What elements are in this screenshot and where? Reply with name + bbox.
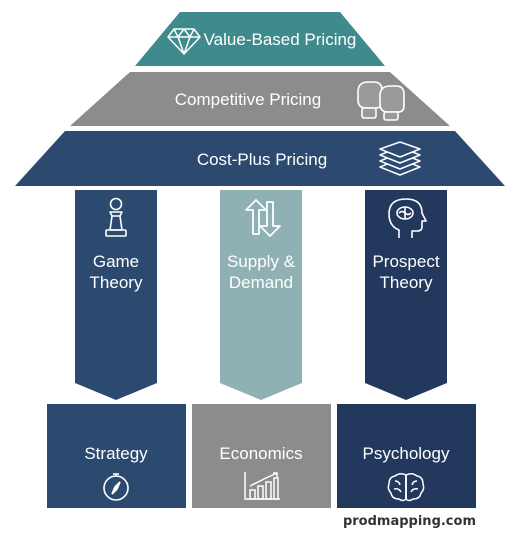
diamond-icon <box>167 28 201 55</box>
boxing-gloves-icon <box>357 81 405 121</box>
chess-pawn-icon <box>105 197 127 237</box>
economics-label: Economics <box>219 444 303 463</box>
base-economics <box>192 404 331 508</box>
competitive-tier <box>70 72 450 126</box>
prospect-theory-label: Prospect Theory <box>361 251 451 293</box>
footer-site: prodmapping.com <box>342 514 476 529</box>
pillar-prospect-theory <box>365 190 447 400</box>
game-theory-line1: Game <box>92 252 140 271</box>
supply-demand-label: Supply & Demand <box>216 251 306 293</box>
psychology-label: Psychology <box>362 444 450 463</box>
supply-demand-line2: Demand <box>228 273 294 292</box>
stacked-cash-icon <box>379 141 421 176</box>
brain-icon <box>387 472 425 502</box>
base-strategy <box>47 404 186 508</box>
supply-demand-line1: Supply & <box>226 252 296 271</box>
pillar-game-theory <box>75 190 157 400</box>
cost-plus-label: Cost-Plus Pricing <box>196 150 328 169</box>
cost-plus-tier <box>15 131 505 186</box>
prospect-theory-line1: Prospect <box>372 252 440 271</box>
strategy-label: Strategy <box>84 444 148 463</box>
game-theory-label: Game Theory <box>71 251 161 293</box>
game-theory-line2: Theory <box>89 273 143 292</box>
compass-icon <box>103 473 129 501</box>
up-down-arrows-icon <box>245 199 281 237</box>
value-based-label: Value-Based Pricing <box>203 30 357 49</box>
pillar-supply-demand <box>220 190 302 400</box>
head-brain-icon <box>388 198 427 238</box>
prospect-theory-line2: Theory <box>379 273 433 292</box>
value-based-tier <box>135 12 385 66</box>
bar-chart-icon <box>244 472 280 500</box>
competitive-label: Competitive Pricing <box>174 90 322 109</box>
